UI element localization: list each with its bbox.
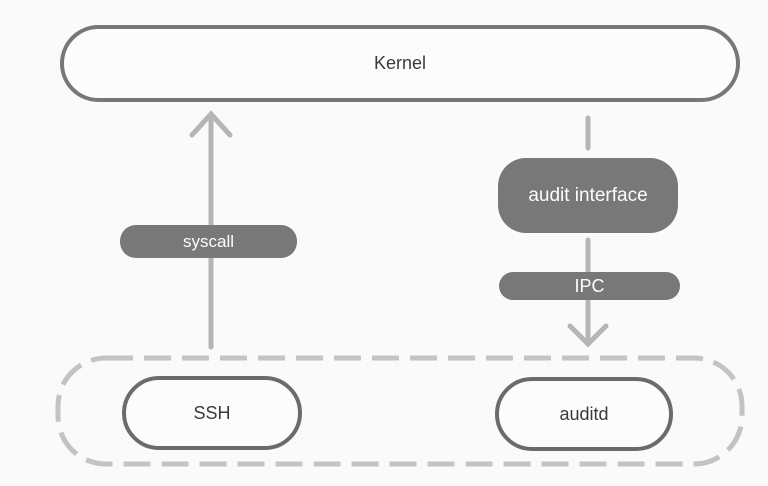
audit-interface-badge-label: audit interface (528, 184, 648, 206)
audit-interface-badge: audit interface (498, 158, 678, 233)
syscall-badge-label: syscall (182, 231, 234, 251)
ssh-node: SSH (122, 376, 302, 450)
syscall-badge: syscall (120, 225, 297, 258)
kernel-node: Kernel (60, 25, 740, 102)
arrow-up-icon (189, 110, 233, 138)
auditd-node: auditd (495, 377, 673, 451)
ipc-badge: IPC (499, 272, 680, 300)
arrow-down-icon (567, 323, 609, 348)
userspace-boundary (55, 355, 745, 467)
kernel-node-label: Kernel (373, 53, 427, 73)
ipc-badge-label: IPC (574, 275, 605, 296)
auditd-node-label: auditd (559, 403, 609, 424)
ssh-node-label: SSH (193, 402, 231, 423)
